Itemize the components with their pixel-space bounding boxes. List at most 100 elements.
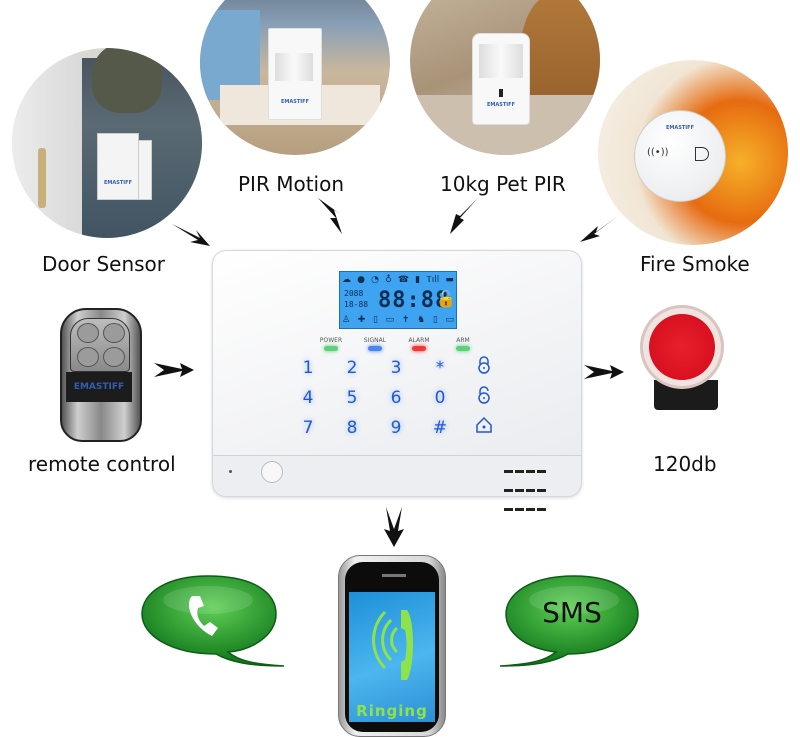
lcd-icon: ▭ — [445, 315, 454, 325]
arrow-panel-to-phone — [384, 507, 404, 547]
lcd-icon: ▯ — [432, 315, 438, 325]
balaclava-head — [92, 48, 162, 113]
arrow-pet-pir-to-panel — [450, 198, 478, 234]
key-0[interactable]: 0 — [434, 388, 446, 408]
lcd-year: 2088 — [344, 289, 364, 298]
phone-screen: Ringing — [349, 592, 435, 722]
speaker-grille — [503, 459, 553, 511]
lcd-month-day: 18-88 — [344, 300, 369, 309]
key-8[interactable]: 8 — [346, 418, 358, 438]
ringing-phone-icon — [372, 610, 413, 680]
brand-label: EMASTIFF — [281, 99, 309, 105]
sms-bubble — [499, 575, 639, 667]
siren-red-cover — [649, 314, 715, 380]
lcd-icon: ▭ — [385, 315, 395, 325]
brand-label: EMASTIFF — [666, 125, 694, 131]
lcd-zone-icons: ♙ ✚ ▯ ▭ ✝ ♞ ▯ ▭ — [342, 314, 454, 326]
fire-smoke-label: Fire Smoke — [640, 252, 750, 276]
brand-label: EMASTIFF — [487, 102, 515, 108]
pet-pir-sensor-device: EMASTIFF — [472, 33, 530, 125]
lcd-status-icons: ☁ ● ◔ ♁ ☎ ▮ Ⲧıll ▬ — [342, 274, 454, 286]
lcd-icon: ♙ — [342, 315, 351, 325]
unlock-icon: 🔓 — [436, 289, 456, 308]
lcd-display: ☁ ● ◔ ♁ ☎ ▮ Ⲧıll ▬ 2088 18-88 88:88 🔓 ♙ … — [339, 271, 457, 329]
key-6[interactable]: 6 — [390, 388, 402, 408]
pet-pir-image: EMASTIFF — [410, 0, 600, 155]
call-bubble — [141, 575, 285, 667]
lcd-icon: ♞ — [417, 315, 426, 325]
ringing-label: Ringing — [356, 702, 428, 720]
lcd-icon: ☁ — [342, 275, 351, 285]
fire-smoke-image: EMASTIFF ((•)) — [598, 60, 788, 245]
arrow-door-to-panel — [172, 224, 210, 246]
home-arm-icon — [476, 416, 492, 433]
led-label: ALARM — [408, 337, 430, 344]
lcd-icon: ✝ — [401, 315, 410, 325]
led-indicator — [499, 89, 503, 97]
key-7[interactable]: 7 — [302, 418, 314, 438]
siren-label: 120db — [653, 452, 717, 476]
key-1[interactable]: 1 — [302, 358, 314, 378]
led-label: ARM — [456, 337, 470, 344]
led-label: SIGNAL — [363, 337, 387, 344]
key-2[interactable]: 2 — [346, 358, 358, 378]
lcd-icon: ✚ — [357, 315, 366, 325]
door-frame — [12, 48, 82, 238]
lcd-icon: ◔ — [371, 275, 379, 285]
pet-pir-label: 10kg Pet PIR — [440, 172, 566, 196]
disarm-unlock-button[interactable] — [469, 386, 499, 410]
alarm-led: ALARM — [399, 337, 439, 351]
remote-button-home — [77, 347, 99, 367]
arrow-fire-to-panel — [580, 216, 618, 242]
led-light — [324, 346, 338, 351]
led-light — [412, 346, 426, 351]
key-hash[interactable]: # — [432, 418, 448, 438]
key-5[interactable]: 5 — [346, 388, 358, 408]
lcd-date: 2088 18-88 — [344, 288, 368, 310]
pir-motion-label: PIR Motion — [238, 172, 345, 196]
lcd-icon: ▯ — [373, 315, 378, 325]
remote-button-panel — [70, 318, 130, 372]
smoke-detector-device: EMASTIFF ((•)) — [634, 110, 726, 202]
test-button — [695, 147, 709, 161]
lcd-time: 88:88 — [378, 288, 450, 313]
arm-lock-button[interactable] — [469, 356, 499, 380]
key-9[interactable]: 9 — [390, 418, 402, 438]
door-sensor-device: EMASTIFF — [97, 133, 139, 200]
home-arm-button[interactable] — [469, 416, 499, 440]
panel-round-button[interactable] — [261, 461, 283, 483]
lcd-icon: ● — [357, 275, 365, 285]
lcd-icon: ♁ — [385, 275, 392, 285]
remote-control-image: EMASTIFF — [60, 308, 142, 442]
smartphone-image: Ringing — [338, 555, 446, 737]
phone-body: Ringing — [345, 562, 439, 732]
phone-handset-icon — [188, 596, 218, 636]
alarm-control-panel: ☁ ● ◔ ♁ ☎ ▮ Ⲧıll ▬ 2088 18-88 88:88 🔓 ♙ … — [212, 250, 582, 511]
led-light — [456, 346, 470, 351]
sms-label: SMS — [542, 596, 602, 629]
remote-control-label: remote control — [28, 452, 176, 476]
pir-motion-image: EMASTIFF — [200, 0, 390, 155]
lcd-icon: ▬ — [445, 275, 454, 285]
key-star[interactable]: * — [435, 358, 445, 378]
siren-image — [640, 305, 724, 389]
door-sensor-image: EMASTIFF — [12, 48, 202, 238]
led-label: POWER — [319, 337, 343, 344]
pir-lens — [479, 44, 523, 78]
arrow-panel-to-siren — [584, 365, 624, 379]
remote-brand-label: EMASTIFF — [66, 372, 132, 402]
signal-led: SIGNAL — [355, 337, 395, 351]
key-3[interactable]: 3 — [390, 358, 402, 378]
disarm-unlock-icon — [478, 386, 490, 404]
door-sensor-label: Door Sensor — [42, 252, 166, 276]
key-4[interactable]: 4 — [302, 388, 314, 408]
arm-led: ARM — [443, 337, 483, 351]
phone-earpiece — [382, 574, 406, 577]
power-led: POWER — [311, 337, 351, 351]
led-light — [368, 346, 382, 351]
lcd-icon: ▮ — [415, 275, 421, 285]
lcd-icon: ☎ — [397, 275, 410, 285]
brand-label: EMASTIFF — [104, 180, 132, 186]
arrow-pir-to-panel — [318, 198, 342, 234]
sound-waves-icon: ((•)) — [647, 147, 669, 158]
